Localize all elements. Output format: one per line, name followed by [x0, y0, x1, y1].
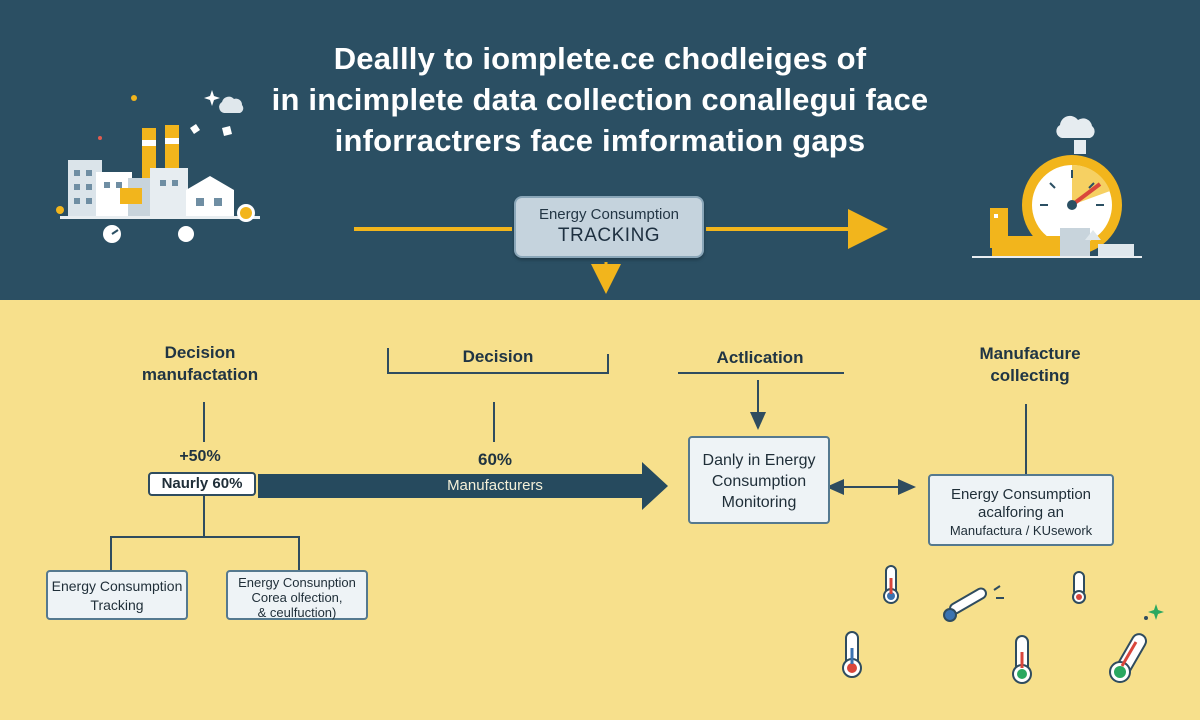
connector-line [203, 496, 205, 536]
col3-heading: Actlication [716, 348, 804, 367]
col2-heading: Decision [462, 347, 534, 366]
bracket-line [607, 354, 609, 374]
col1-stat-box: Naurly 60% [148, 472, 256, 496]
factory-icon [56, 90, 260, 243]
title-line-1: Deallly to iomplete.ce chodleiges of [333, 41, 867, 76]
col4-heading-line-2: collecting [990, 366, 1070, 385]
col1-subbox-2: Energy Consunption Corea olfection, & ce… [226, 570, 368, 620]
title-line-3: inforractrers face imformation gaps [334, 123, 866, 158]
thermometer-icon [943, 585, 1004, 622]
col1-subbox-2-line-3: & ceulfuction) [257, 605, 337, 620]
col4-box-line-1: Energy Consumption [950, 486, 1092, 503]
gauge-icon [972, 115, 1142, 258]
thermometer-icon [1072, 571, 1086, 604]
connector-line [493, 402, 495, 442]
col1-subbox-1-line-2: Tracking [90, 597, 144, 613]
thermometer-icon [842, 631, 862, 678]
arrow-label: Manufacturers [447, 477, 543, 494]
page-title: Deallly to iomplete.ce chodleiges of in … [230, 38, 970, 161]
col4-box-line-3: Manufactura / KUsework [949, 523, 1093, 538]
connector-line [110, 536, 112, 570]
col3-box-line-3: Monitoring [721, 494, 797, 511]
col2-stat: 60% [477, 450, 513, 469]
bracket-line [387, 348, 389, 374]
col4-heading: Manufacture collecting [940, 343, 1120, 387]
col4-box: Energy Consumption acalforing an Manufac… [928, 474, 1114, 546]
col1-heading-line-1: Decision [164, 343, 236, 362]
thermometer-icon [883, 565, 899, 604]
center-box-line-1: Energy Consumption [538, 206, 680, 223]
connector-line [110, 536, 300, 538]
energy-tracking-box: Energy Consumption TRACKING [514, 196, 704, 258]
col1-subbox-1-line-1: Energy Consumption [51, 578, 183, 594]
col4-box-line-2: acalforing an [978, 504, 1064, 521]
heading-underline [678, 372, 844, 374]
connector-line [203, 402, 205, 442]
thermometer-icon [1012, 635, 1032, 684]
col1-subbox-2-line-1: Energy Consunption [238, 575, 356, 590]
col1-stat: +50% [179, 448, 221, 465]
col1-heading: Decision manufactation [110, 342, 290, 386]
title-line-2: in incimplete data collection conallegui… [271, 82, 929, 117]
col3-box-line-2: Consumption [711, 473, 807, 490]
connector-line [298, 536, 300, 570]
center-box-line-2: TRACKING [557, 225, 661, 246]
col3-box: Danly in Energy Consumption Monitoring [688, 436, 830, 524]
col3-box-line-1: Danly in Energy [702, 452, 816, 469]
thermometer-icon [1109, 633, 1147, 683]
bracket-line [387, 372, 609, 374]
col1-heading-line-2: manufactation [141, 365, 259, 384]
col1-subbox-2-line-2: Corea olfection, [251, 590, 343, 605]
connector-line [1025, 404, 1027, 474]
col1-subbox-1: Energy Consumption Tracking [46, 570, 188, 620]
col4-heading-line-1: Manufacture [979, 344, 1081, 363]
